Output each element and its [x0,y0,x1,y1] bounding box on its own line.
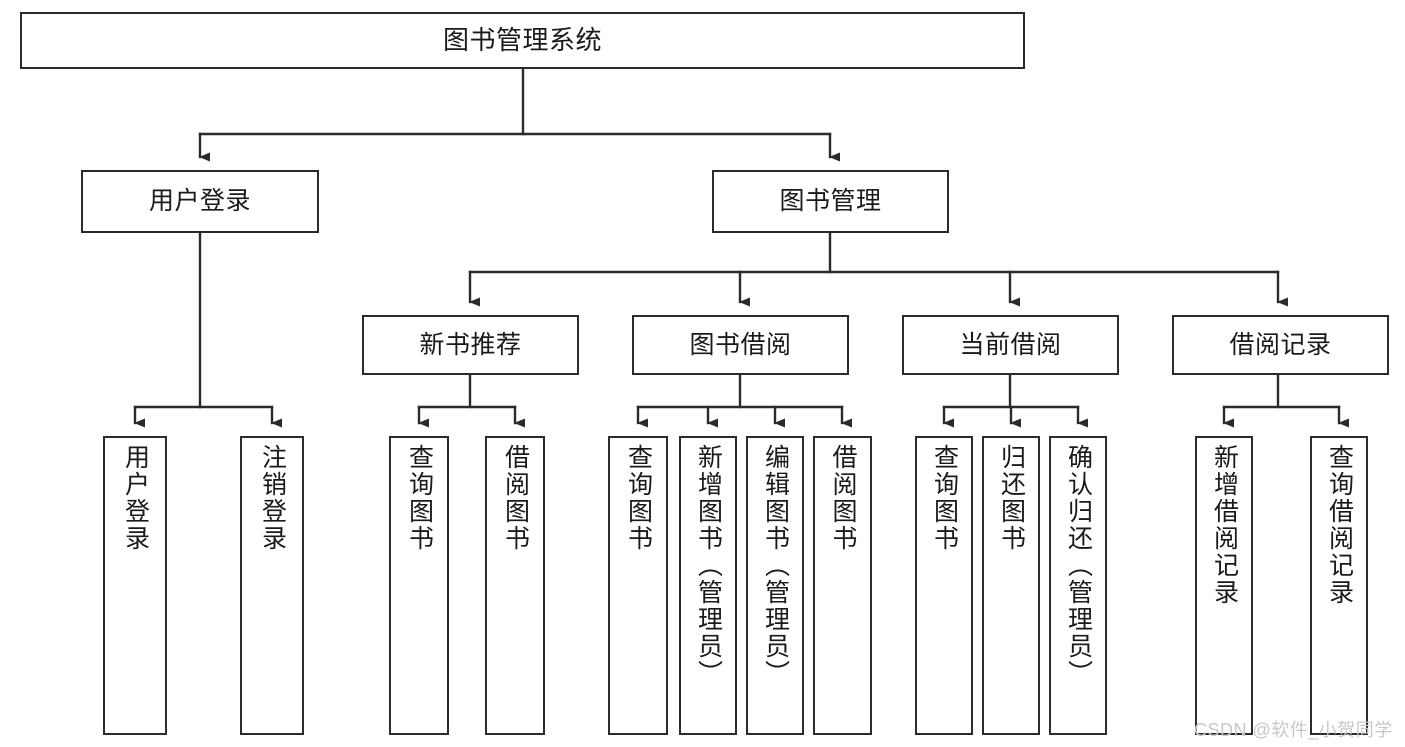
node-label-leaf-edit-book: 编辑图书（管理员） [761,444,790,687]
node-current-borrow[interactable]: 当前借阅 [902,315,1119,375]
node-leaf-query-book-3[interactable]: 查询图书 [915,436,973,735]
node-leaf-user-login[interactable]: 用户登录 [103,436,167,735]
node-book-borrow[interactable]: 图书借阅 [632,315,849,375]
node-root[interactable]: 图书管理系统 [20,12,1025,69]
node-leaf-add-record[interactable]: 新增借阅记录 [1195,436,1253,735]
watermark-text: CSDN @软件_小贺同学 [1194,720,1393,740]
node-borrow-record[interactable]: 借阅记录 [1172,315,1389,375]
node-new-book-rec[interactable]: 新书推荐 [362,315,579,375]
node-label-book-manage: 图书管理 [779,187,882,215]
node-leaf-query-book-2[interactable]: 查询图书 [608,436,668,735]
node-leaf-confirm-return[interactable]: 确认归还（管理员） [1049,436,1107,735]
node-label-leaf-add-record: 新增借阅记录 [1210,444,1239,606]
node-leaf-query-book-1[interactable]: 查询图书 [389,436,449,735]
node-label-leaf-return-book: 归还图书 [997,444,1026,552]
node-label-new-book-rec: 新书推荐 [419,330,522,359]
node-leaf-borrow-book-2[interactable]: 借阅图书 [813,436,872,735]
node-leaf-return-book[interactable]: 归还图书 [982,436,1040,735]
node-label-leaf-borrow-book-2: 借阅图书 [829,444,857,552]
node-label-user-login: 用户登录 [148,187,251,215]
node-leaf-add-book[interactable]: 新增图书（管理员） [679,436,737,735]
node-label-leaf-query-book-1: 查询图书 [405,444,434,552]
node-leaf-user-logout[interactable]: 注销登录 [240,436,304,735]
node-book-manage[interactable]: 图书管理 [712,170,949,233]
node-label-leaf-query-book-2: 查询图书 [624,444,653,552]
node-label-leaf-add-book: 新增图书（管理员） [694,444,723,687]
node-label-current-borrow: 当前借阅 [959,330,1062,359]
node-label-leaf-user-login: 用户登录 [121,444,150,552]
node-leaf-borrow-book-1[interactable]: 借阅图书 [485,436,545,735]
node-label-leaf-borrow-book-1: 借阅图书 [501,444,530,552]
node-label-borrow-record: 借阅记录 [1229,330,1332,359]
node-leaf-query-record[interactable]: 查询借阅记录 [1310,436,1368,735]
node-label-book-borrow: 图书借阅 [689,330,792,359]
node-leaf-edit-book[interactable]: 编辑图书（管理员） [746,436,804,735]
node-user-login[interactable]: 用户登录 [81,170,319,233]
node-label-leaf-user-logout: 注销登录 [258,444,287,552]
node-label-leaf-confirm-return: 确认归还（管理员） [1064,444,1093,687]
node-label-leaf-query-book-3: 查询图书 [930,444,959,552]
node-label-leaf-query-record: 查询借阅记录 [1325,444,1354,606]
node-label-root: 图书管理系统 [442,25,602,56]
